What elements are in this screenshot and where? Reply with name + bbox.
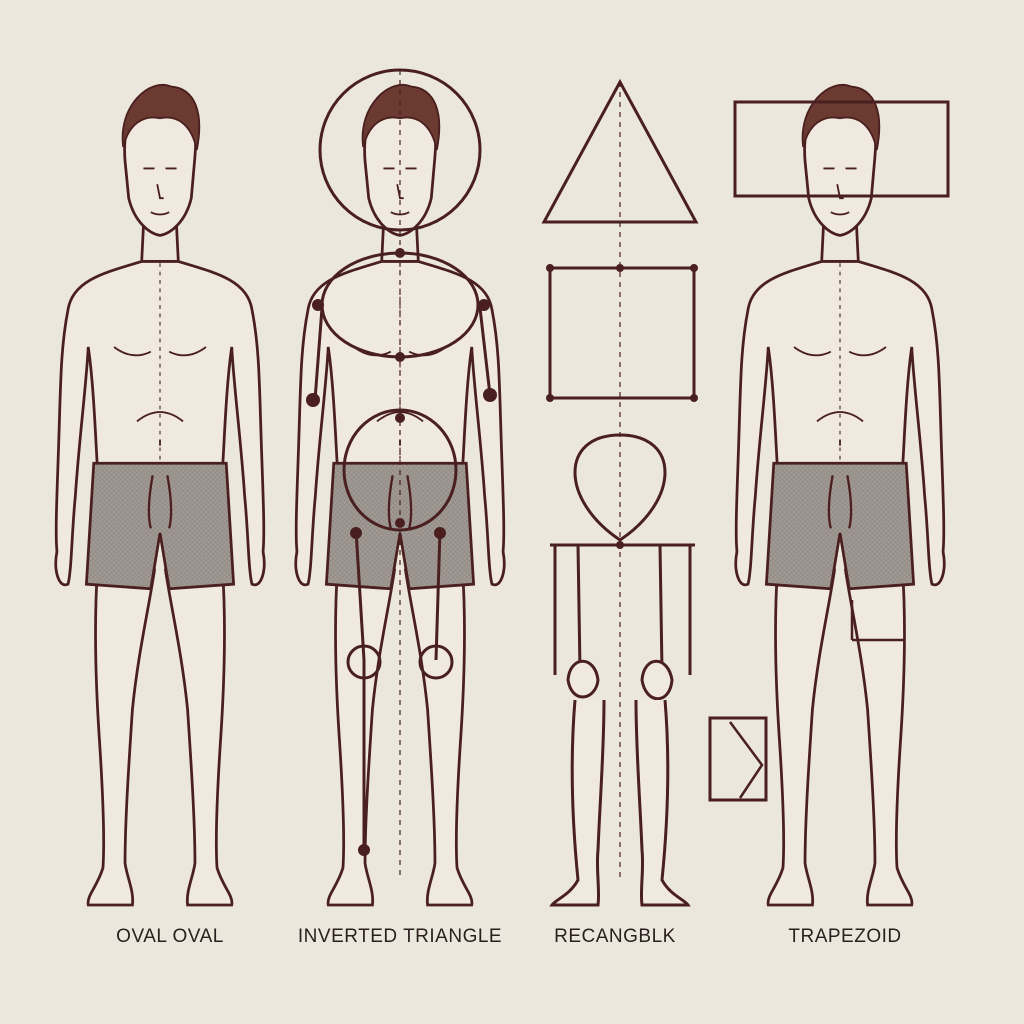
label-oval: OVAL OVAL <box>116 926 224 947</box>
label-rectangle: RECANGBLK <box>554 926 676 947</box>
label-inverted-triangle: INVERTED TRIANGLE <box>297 926 503 947</box>
inverted-triangle-figure <box>294 68 506 907</box>
label-trapezoid: TRAPEZOID <box>788 926 902 947</box>
trapezoid-figure <box>708 83 950 907</box>
small-box-shape <box>708 716 768 802</box>
geometry-overlay <box>313 68 492 880</box>
oval-figure <box>54 83 266 907</box>
rectangle-figure <box>541 78 699 907</box>
rectangle-shape <box>733 100 950 198</box>
joint-markers <box>306 248 497 856</box>
square-shape <box>548 266 696 400</box>
